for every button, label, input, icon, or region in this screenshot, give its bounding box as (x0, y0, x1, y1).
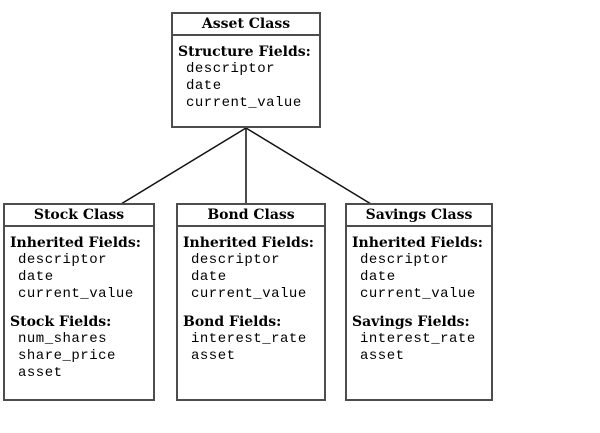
connector-asset-savings (245, 127, 372, 205)
section-label: Inherited Fields: (352, 235, 483, 251)
field-name: descriptor (18, 252, 108, 268)
section-label: Inherited Fields: (183, 235, 314, 251)
class-title-stock: Stock Class (5, 205, 153, 227)
field-name: interest_rate (360, 331, 476, 347)
section-stock-fields: Stock Fields: num_shares share_price ass… (10, 313, 149, 382)
section-inherited-fields: Inherited Fields: descriptor date curren… (352, 234, 487, 303)
section-inherited-fields: Inherited Fields: descriptor date curren… (183, 234, 320, 303)
field-name: current_value (360, 286, 476, 302)
class-title-asset: Asset Class (173, 14, 319, 36)
field-name: asset (360, 348, 405, 364)
class-body-bond: Inherited Fields: descriptor date curren… (178, 227, 324, 365)
section-label: Inherited Fields: (10, 235, 141, 251)
class-box-asset: Asset Class Structure Fields: descriptor… (171, 12, 321, 128)
section-label: Savings Fields: (352, 314, 470, 330)
section-bond-fields: Bond Fields: interest_rate asset (183, 313, 320, 365)
section-label: Stock Fields: (10, 314, 112, 330)
field-name: current_value (18, 286, 134, 302)
section-inherited-fields: Inherited Fields: descriptor date curren… (10, 234, 149, 303)
field-name: date (360, 269, 396, 285)
class-title-savings: Savings Class (347, 205, 491, 227)
class-body-asset: Structure Fields: descriptor date curren… (173, 36, 319, 112)
field-name: date (191, 269, 227, 285)
field-name: descriptor (186, 61, 276, 77)
field-name: date (18, 269, 54, 285)
field-name: interest_rate (191, 331, 307, 347)
field-name: date (186, 78, 222, 94)
field-name: share_price (18, 348, 116, 364)
class-body-stock: Inherited Fields: descriptor date curren… (5, 227, 153, 382)
section-structure-fields: Structure Fields: descriptor date curren… (178, 43, 315, 112)
class-body-savings: Inherited Fields: descriptor date curren… (347, 227, 491, 365)
field-name: num_shares (18, 331, 108, 347)
class-box-stock: Stock Class Inherited Fields: descriptor… (3, 203, 155, 401)
section-savings-fields: Savings Fields: interest_rate asset (352, 313, 487, 365)
field-name: asset (191, 348, 236, 364)
field-name: descriptor (360, 252, 450, 268)
section-label: Bond Fields: (183, 314, 282, 330)
field-name: asset (18, 365, 63, 381)
connector-asset-stock (120, 127, 247, 205)
field-name: current_value (191, 286, 307, 302)
section-label: Structure Fields: (178, 44, 311, 60)
class-box-savings: Savings Class Inherited Fields: descript… (345, 203, 493, 401)
class-title-bond: Bond Class (178, 205, 324, 227)
class-box-bond: Bond Class Inherited Fields: descriptor … (176, 203, 326, 401)
field-name: current_value (186, 95, 302, 111)
field-name: descriptor (191, 252, 281, 268)
